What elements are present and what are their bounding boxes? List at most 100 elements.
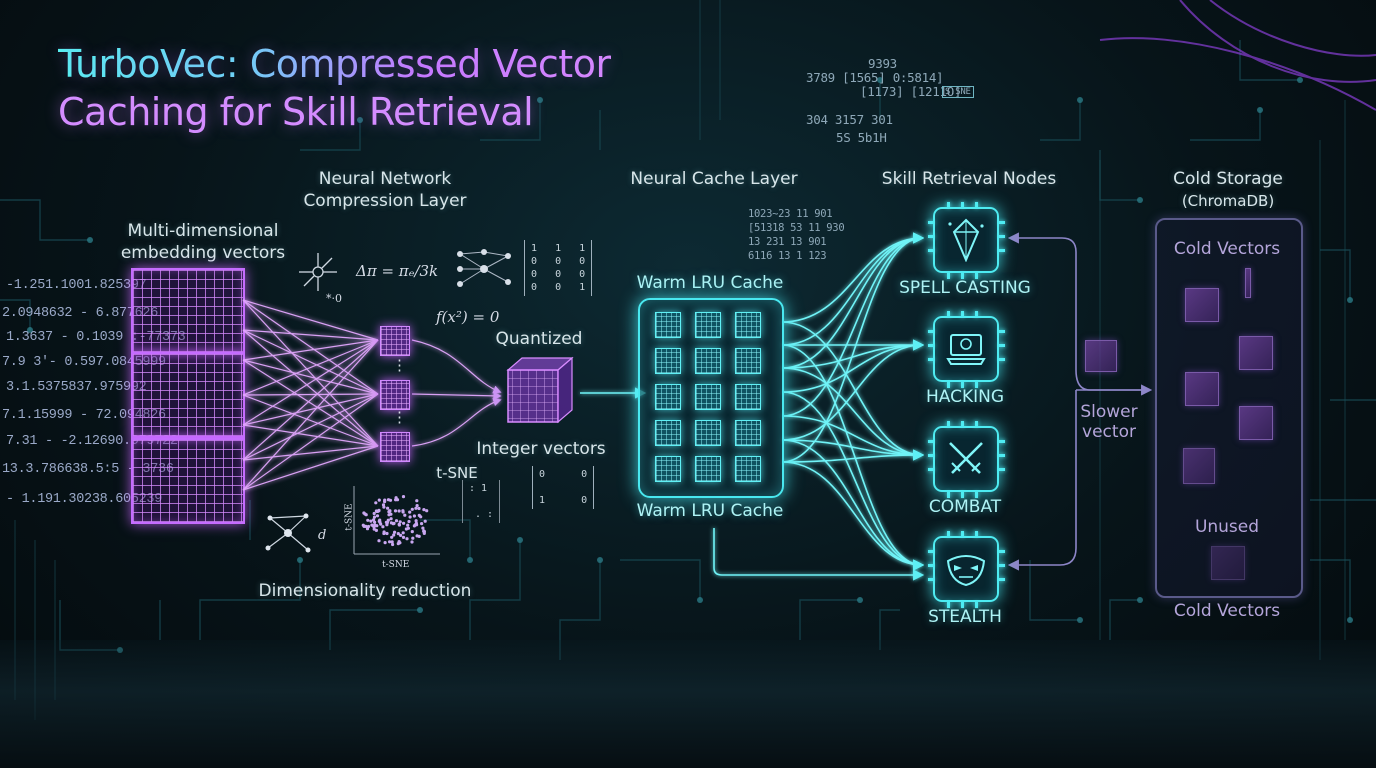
compressed-vector-cube [380,380,410,410]
tsne-point [374,501,378,505]
skill-nodes-label: Skill Retrieval Nodes [881,169,1057,189]
tsne-matrix: : 1 . : [462,480,501,523]
chip-pin [928,454,934,457]
tsne-point [381,525,385,529]
unused-vector-cube [1211,546,1245,580]
chip-pin [928,235,934,238]
warm-cache-label-top: Warm LRU Cache [636,273,784,293]
tsne-point [372,511,376,516]
chip-pin [928,344,934,347]
cached-vector-cube [735,420,761,446]
tsne-point [414,521,418,525]
tsne-point [425,509,429,513]
tsne-point [401,509,405,513]
tsne-point [396,532,400,536]
chip-pin [947,311,950,317]
skill-label: COMBAT [928,497,1002,517]
slower-vector-label-line-1: Slower [1080,402,1138,422]
cached-vector-cube [735,348,761,374]
tsne-point [401,531,405,535]
tsne-point [390,540,394,544]
cached-vector-cube [695,384,721,410]
chip-pin [999,578,1005,581]
tsne-point [404,527,408,531]
tsne-point [383,541,387,545]
skill-node-spell-casting[interactable] [928,202,1005,279]
hacker-laptop-icon [946,334,986,365]
tsne-point [393,530,397,534]
chip-pin [947,492,950,498]
vector-shard [1245,268,1251,298]
tsne-point [408,510,412,514]
chip-pin [999,235,1005,238]
tsne-label: t-SNE [436,464,478,482]
cached-vector-cube [655,312,681,338]
tsne-point [394,496,398,500]
tsne-axis-y: t-SNE [344,503,355,531]
skill-label: SPELL CASTING [899,278,1031,298]
chip-pin [947,273,950,279]
cached-vector-cube [735,456,761,482]
tsne-point [407,519,411,524]
tsne-point [423,519,427,523]
skill-node-hacking[interactable] [928,311,1005,388]
embedding-value: -1.251.1001.825397 [6,278,147,293]
embedding-grid [131,438,245,524]
embedding-label-line-1: Multi-dimensional [127,221,279,241]
chip-pin [928,249,934,252]
tsne-point [361,523,365,527]
tsne-point [377,498,381,502]
tsne-point [421,526,425,530]
matrix-2: 0 0 1 0 [532,466,595,509]
tsne-point [397,509,401,513]
cold-vectors-label-top: Cold Vectors [1173,239,1281,259]
tsne-point [374,509,378,513]
chip-pin [975,492,978,498]
tsne-point [377,519,381,523]
embedding-label-line-2: embedding vectors [120,243,286,263]
cache-layer-label: Neural Cache Layer [630,169,798,189]
chip-pin [999,468,1005,471]
chip-pin [975,602,978,608]
reflective-floor [0,640,1376,768]
tsne-point [411,536,415,540]
tsne-point [414,506,418,510]
tsne-point [388,540,392,544]
tsne-point [389,521,393,525]
cold-vectors-label-bottom: Cold Vectors [1173,601,1281,621]
chip-pin [999,344,1005,347]
skill-node-stealth[interactable] [928,531,1005,608]
tsne-point [398,520,402,524]
cached-vector-cube [735,384,761,410]
tsne-point [362,511,366,515]
tsne-point [392,533,396,537]
vector-star-icon [299,253,337,291]
zero-annotation: *·0 [326,292,342,305]
page-title: TurboVec: Compressed Vector Caching for … [58,40,611,136]
skill-node-combat[interactable] [928,421,1005,498]
chip-pin [999,454,1005,457]
chip-pin [999,440,1005,443]
tsne-point [385,520,389,525]
slower-vector-cube [1085,340,1117,372]
chip-pin [961,202,964,208]
cached-vector-cube [655,384,681,410]
tsne-point [420,522,424,526]
delta-formula: Δπ = πₑ/3k [356,262,439,280]
tsne-point [374,528,378,532]
unused-label: Unused [1194,517,1260,537]
hud-number: 9393 [868,56,897,71]
tsne-point [405,537,409,541]
tsne-point [422,531,426,535]
tsne-point [401,535,406,539]
tsne-point [417,534,421,538]
chip-pin [928,330,934,333]
cached-vector-cube [655,420,681,446]
ellipsis: ⋮ [392,356,407,374]
chip-pin [947,202,950,208]
fragmented-vector-cube [1183,448,1215,484]
hud-number: 3789 [1565] 0:5814] [806,70,944,85]
cached-vector-cube [695,312,721,338]
embedding-label: Multi-dimensional embedding vectors [120,220,286,264]
